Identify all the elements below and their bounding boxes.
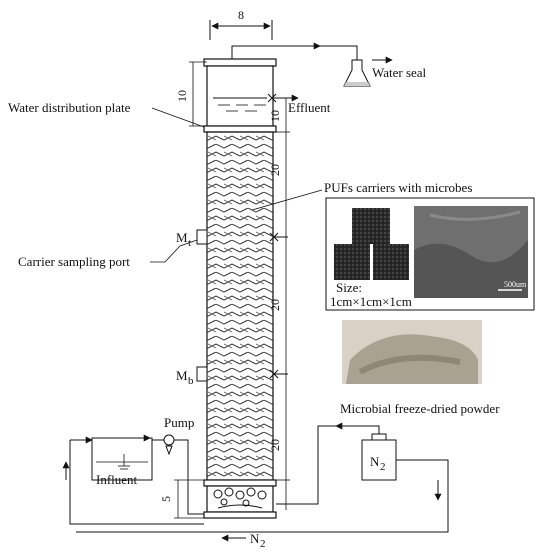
seg2-dim: 20 <box>268 299 282 311</box>
bottom-section-dim: 5 <box>159 496 173 502</box>
n2-bottle <box>361 439 397 481</box>
top-cap <box>203 58 277 67</box>
water-seal-label: Water seal <box>372 65 427 80</box>
puf-cube-1 <box>352 208 390 244</box>
width-dimension: 8 <box>209 8 273 40</box>
port-bottom-sub: b <box>188 375 194 387</box>
puf-carriers-label: PUFs carriers with microbes <box>324 180 472 195</box>
influent-label: Influent <box>96 472 138 487</box>
width-dim-label: 8 <box>238 8 244 22</box>
puf-cube-2 <box>334 244 370 280</box>
water-distribution-plate <box>203 125 277 133</box>
influent-loop: Influent Pump <box>62 415 204 525</box>
pump-label: Pump <box>164 415 194 430</box>
n2-bottle-sub: 2 <box>380 461 386 473</box>
pump-symbol <box>163 434 175 446</box>
carrier-sampling-port-label: Carrier sampling port <box>18 254 130 269</box>
size-value: 1cm×1cm×1cm <box>330 294 412 309</box>
n2-bottle-label: N <box>370 454 380 469</box>
left-top-dim-label: 10 <box>175 90 189 102</box>
freeze-dried-label: Microbial freeze-dried powder <box>340 401 500 416</box>
puf-carriers-callout: PUFs carriers with microbes <box>251 180 472 211</box>
left-top-dimension: 10 <box>175 61 207 127</box>
n2-line-sub: 2 <box>260 538 266 550</box>
water-seal-flask: Water seal <box>343 56 427 87</box>
seg3-dim: 20 <box>268 439 282 451</box>
n2-loop: N 2 N 2 <box>76 422 449 550</box>
bottom-chamber <box>203 479 277 519</box>
port-top-label: M <box>176 230 188 245</box>
freeze-dried-photo: Microbial freeze-dried powder <box>340 320 500 416</box>
n2-line-label: N <box>250 531 260 546</box>
effluent-label: Effluent <box>288 100 331 115</box>
upper-chamber <box>206 65 274 127</box>
water-distribution-plate-callout: Water distribution plate <box>8 100 205 128</box>
right-dimension: 10 20 20 20 <box>268 97 290 510</box>
water-distribution-plate-label: Water distribution plate <box>8 100 131 115</box>
puf-photo-inset: 500um Size: 1cm×1cm×1cm <box>325 197 535 311</box>
packed-column <box>206 131 274 481</box>
scale-bar-label: 500um <box>504 280 527 289</box>
seg1-dim: 20 <box>268 164 282 176</box>
top-section-dim: 10 <box>268 110 282 122</box>
port-bottom-label: M <box>176 368 188 383</box>
puf-cube-3 <box>373 244 409 280</box>
bottom-dimension: 5 <box>159 479 204 519</box>
carrier-sampling-port-callout: Carrier sampling port <box>18 239 198 269</box>
sampling-port-bottom: M b <box>176 366 288 387</box>
size-label: Size: <box>336 280 362 295</box>
